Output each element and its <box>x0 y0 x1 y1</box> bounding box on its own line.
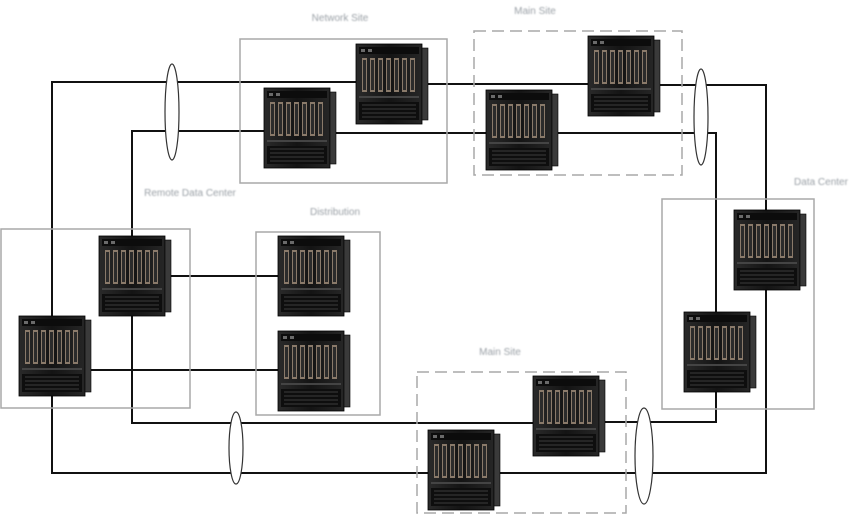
site-box-center-left <box>255 231 381 416</box>
switch-chassis-icon <box>587 35 661 117</box>
lag-top-right-icon <box>693 68 709 166</box>
link-bottom-to-left-inner <box>131 316 430 424</box>
link-right-to-bottom-outer <box>490 285 767 474</box>
switch-chassis-icon <box>733 209 807 291</box>
switch-chassis-icon <box>277 330 351 412</box>
site-box-right <box>661 198 815 410</box>
site-box-top-right <box>473 30 683 176</box>
site-label-right: Data Center <box>794 177 848 188</box>
switch-chassis-icon <box>485 89 559 171</box>
switch-chassis-icon <box>532 375 606 457</box>
site-label-center-left: Distribution <box>309 207 361 218</box>
site-box-left <box>0 228 191 409</box>
lag-markers <box>164 63 709 505</box>
link-left-to-top-outer <box>51 81 360 345</box>
site-box-top-center <box>239 38 448 184</box>
site-box-bottom <box>416 371 627 514</box>
link-left-to-top-inner <box>131 130 268 240</box>
switch-chassis-icon <box>277 235 351 317</box>
site-label-top-right: Main Site <box>514 6 556 17</box>
switch-chassis-icon <box>98 235 172 317</box>
site-label-top-center: Network Site <box>311 13 369 24</box>
site-internal-links <box>85 275 280 371</box>
lag-bottom-right-icon <box>634 407 654 505</box>
site-label-left: Remote Data Center <box>144 188 236 199</box>
site-label-bottom: Main Site <box>479 347 521 358</box>
link-bottom-to-left-outer <box>51 395 430 474</box>
lag-bottom-left-icon <box>228 411 244 485</box>
link-top-right-to-right-inner <box>552 132 717 312</box>
switch-chassis-icon <box>683 311 757 393</box>
switch-chassis-icon <box>427 429 501 511</box>
link-top-right-to-right-outer <box>650 84 767 240</box>
outer-ring-links <box>51 81 767 474</box>
switch-chassis-icon <box>18 315 92 397</box>
switch-chassis-icon <box>355 43 429 125</box>
site-boxes <box>0 30 815 514</box>
switch-chassis-icon <box>263 87 337 169</box>
lag-top-left-icon <box>164 63 180 161</box>
